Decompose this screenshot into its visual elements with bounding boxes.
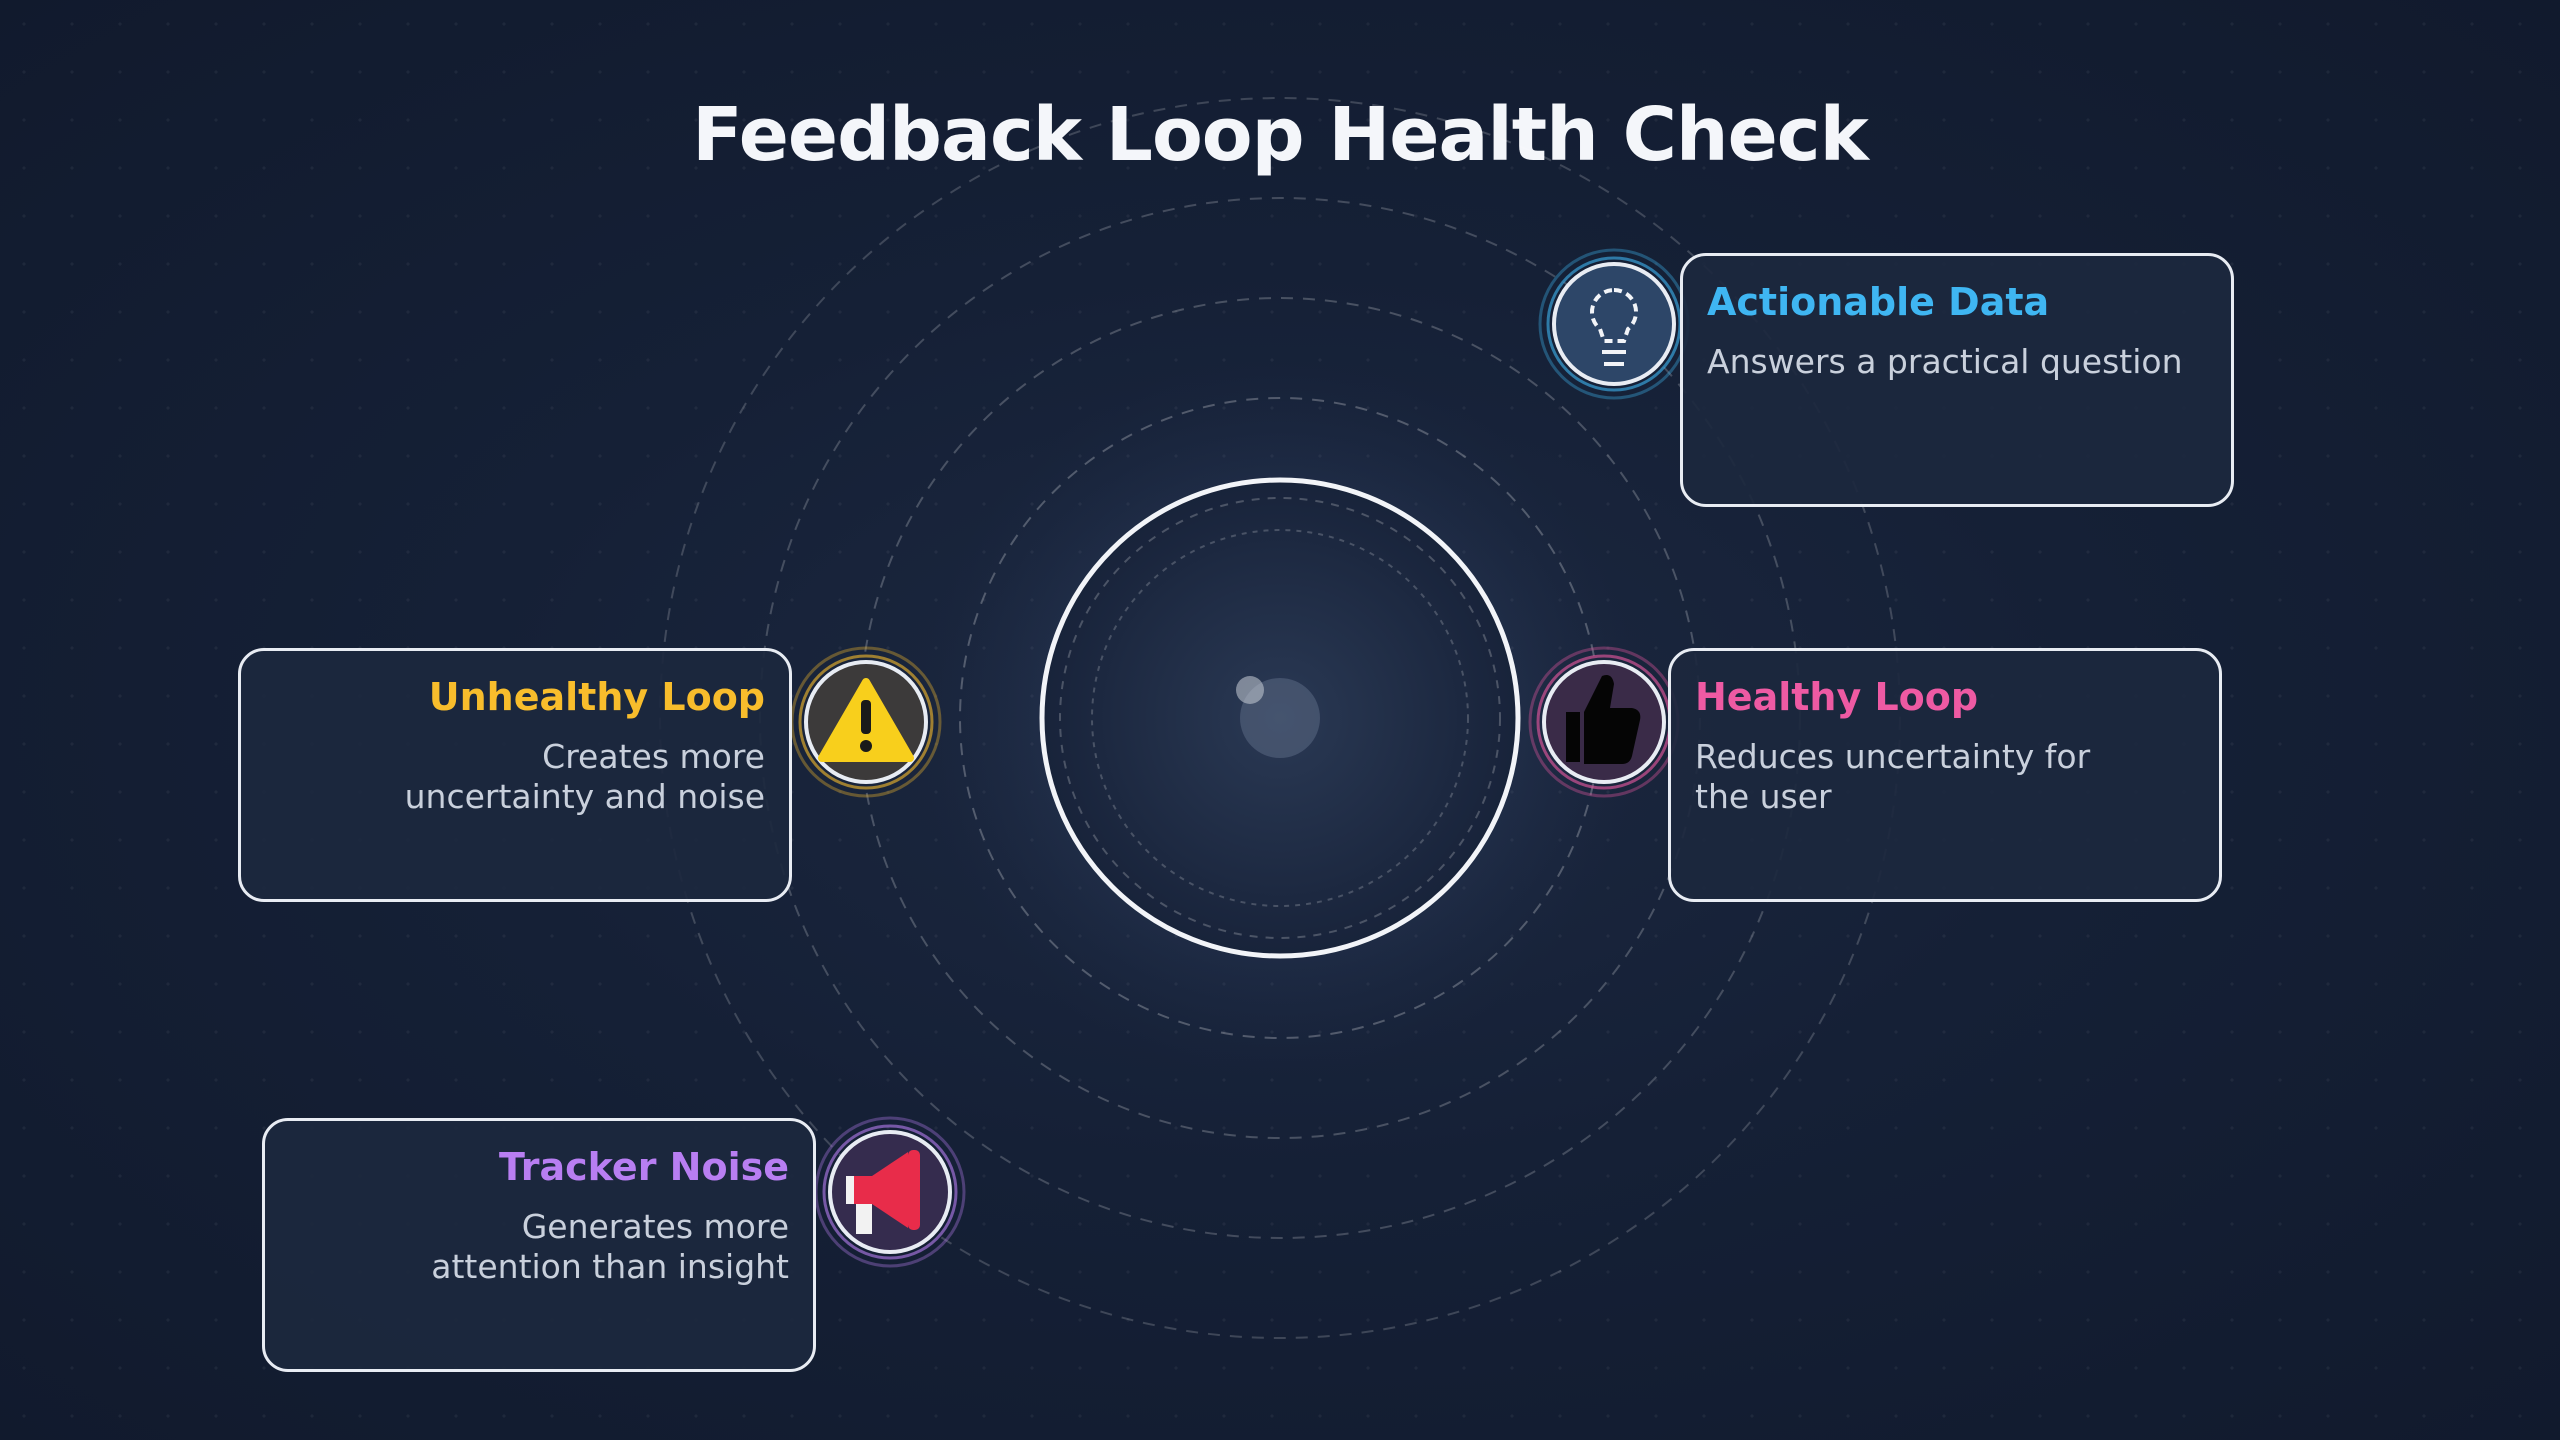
inner-ring-2 (1091, 529, 1469, 907)
inner-ring-1 (1059, 497, 1501, 939)
thumbs-up-icon (1528, 646, 1680, 798)
central-circle (1039, 477, 1521, 959)
card-tracker-noise: Tracker Noise Generates more attention t… (262, 1118, 816, 1372)
core-highlight (1236, 676, 1264, 704)
card-description: Generates more attention than insight (431, 1207, 789, 1286)
card-description: Answers a practical question (1707, 342, 2183, 381)
card-healthy-loop: Healthy Loop Reduces uncertainty for the… (1668, 648, 2222, 902)
card-title: Unhealthy Loop (428, 675, 765, 719)
lightbulb-icon (1538, 248, 1690, 400)
card-unhealthy-loop: Unhealthy Loop Creates more uncertainty … (238, 648, 792, 902)
card-title: Actionable Data (1707, 280, 2050, 324)
page-title: Feedback Loop Health Check (692, 92, 1869, 178)
warning-icon (790, 646, 942, 798)
card-title: Healthy Loop (1695, 675, 1979, 719)
card-title: Tracker Noise (499, 1145, 789, 1189)
card-actionable-data: Actionable Data Answers a practical ques… (1680, 253, 2234, 507)
card-description: Reduces uncertainty for the user (1695, 737, 2091, 816)
megaphone-icon (814, 1116, 966, 1268)
card-description: Creates more uncertainty and noise (404, 737, 765, 816)
